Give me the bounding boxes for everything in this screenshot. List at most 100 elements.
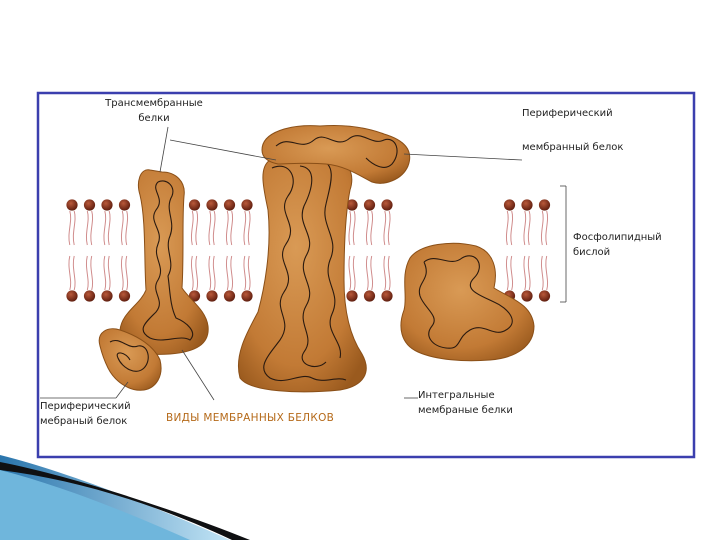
lipid-tail: [126, 256, 128, 290]
lipid-tail: [126, 211, 128, 245]
lipid-head: [521, 290, 532, 301]
lipid-tail: [121, 211, 123, 245]
lipid-tail: [248, 211, 250, 245]
lipid-tail: [244, 256, 246, 290]
lipid-tail: [226, 256, 228, 290]
lipid-head: [364, 199, 375, 210]
lipid-head: [84, 290, 95, 301]
lipid-tail: [366, 256, 368, 290]
lipid-tail: [86, 211, 88, 245]
lipid-tail: [546, 211, 548, 245]
label-peripheral-right-line2: мембранный белок: [522, 140, 623, 155]
lipid-head: [539, 290, 550, 301]
lipid-head: [66, 199, 77, 210]
lipid-tail: [511, 211, 513, 245]
lipid-head: [119, 199, 130, 210]
lipid-tail: [528, 256, 530, 290]
lipid-tail: [104, 211, 106, 245]
lipid-tail: [384, 211, 386, 245]
decorative-swoosh: [0, 455, 250, 540]
lipid-tail: [73, 256, 75, 290]
label-integral-line2: мембраные белки: [418, 403, 513, 418]
lipid-tail: [86, 256, 88, 290]
lipid-head: [346, 290, 357, 301]
lipid-tail: [349, 256, 351, 290]
lipid-tail: [353, 211, 355, 245]
lipid-tail: [524, 211, 526, 245]
label-integral-line1: Интегральные: [418, 388, 513, 403]
lipid-head: [224, 290, 235, 301]
lipid-head: [539, 199, 550, 210]
lipid-tail: [506, 211, 508, 245]
lipid-head: [241, 199, 252, 210]
lipid-tail: [371, 211, 373, 245]
lipid-tail: [121, 256, 123, 290]
lipid-tail: [528, 211, 530, 245]
lipid-tail: [191, 211, 193, 245]
label-peripheral-right-line1: Периферический: [522, 106, 613, 121]
lipid-tail: [384, 256, 386, 290]
lipid-tail: [108, 256, 110, 290]
lipid-head: [206, 199, 217, 210]
lipid-head: [206, 290, 217, 301]
lipid-tail: [91, 256, 93, 290]
lipid-tail: [91, 211, 93, 245]
lipid-head: [241, 290, 252, 301]
lipid-head: [381, 199, 392, 210]
lipid-tail: [248, 256, 250, 290]
label-peripheral-left-line1: Периферический: [40, 399, 131, 414]
lipid-tail: [349, 211, 351, 245]
lipid-tail: [213, 256, 215, 290]
lipid-tail: [541, 256, 543, 290]
lipid-tail: [388, 256, 390, 290]
lipid-tail: [541, 211, 543, 245]
lipid-tail: [209, 256, 211, 290]
lipid-tail: [69, 211, 71, 245]
lipid-tail: [196, 211, 198, 245]
lipid-head: [189, 199, 200, 210]
lipid-tail: [371, 256, 373, 290]
lipid-tail: [231, 211, 233, 245]
lipid-tail: [213, 211, 215, 245]
lipid-tail: [244, 211, 246, 245]
label-transmembrane-line2: белки: [74, 111, 234, 126]
lipid-head: [84, 199, 95, 210]
label-integral-proteins: Интегральные мембраные белки: [418, 388, 513, 418]
lipid-tail: [73, 211, 75, 245]
lipid-tail: [69, 256, 71, 290]
transmembrane-protein-small: [120, 170, 208, 355]
lipid-tail: [546, 256, 548, 290]
label-peripheral-left: Периферический мебраный белок: [40, 399, 131, 429]
lipid-tail: [209, 211, 211, 245]
lipid-tail: [226, 211, 228, 245]
label-transmembrane-line1: Трансмембранные: [74, 96, 234, 111]
lipid-head: [101, 290, 112, 301]
label-peripheral-left-line2: мебраный белок: [40, 414, 131, 429]
lipid-tail: [511, 256, 513, 290]
transmembrane-protein-large: [238, 152, 366, 392]
lipid-tail: [366, 211, 368, 245]
integral-protein-right: [401, 243, 534, 360]
lipid-head: [504, 199, 515, 210]
lipid-tail: [524, 256, 526, 290]
lipid-head: [381, 290, 392, 301]
lipid-tail: [388, 211, 390, 245]
lipid-head: [364, 290, 375, 301]
lipid-head: [521, 199, 532, 210]
lipid-tail: [196, 256, 198, 290]
label-phospholipid-bilayer: Фосфолипидный бислой: [573, 230, 666, 260]
label-transmembrane-proteins: Трансмембранные белки: [74, 96, 234, 126]
label-bilayer-line1: Фосфолипидный: [573, 230, 662, 245]
lipid-tail: [506, 256, 508, 290]
label-bilayer-line2: бислой: [573, 245, 662, 260]
lipid-head: [119, 290, 130, 301]
lipid-tail: [104, 256, 106, 290]
lipid-head: [101, 199, 112, 210]
lipid-tail: [231, 256, 233, 290]
diagram-caption: ВИДЫ МЕМБРАННЫХ БЕЛКОВ: [166, 411, 334, 426]
lipid-head: [224, 199, 235, 210]
lipid-tail: [353, 256, 355, 290]
lipid-tail: [191, 256, 193, 290]
lipid-tail: [108, 211, 110, 245]
